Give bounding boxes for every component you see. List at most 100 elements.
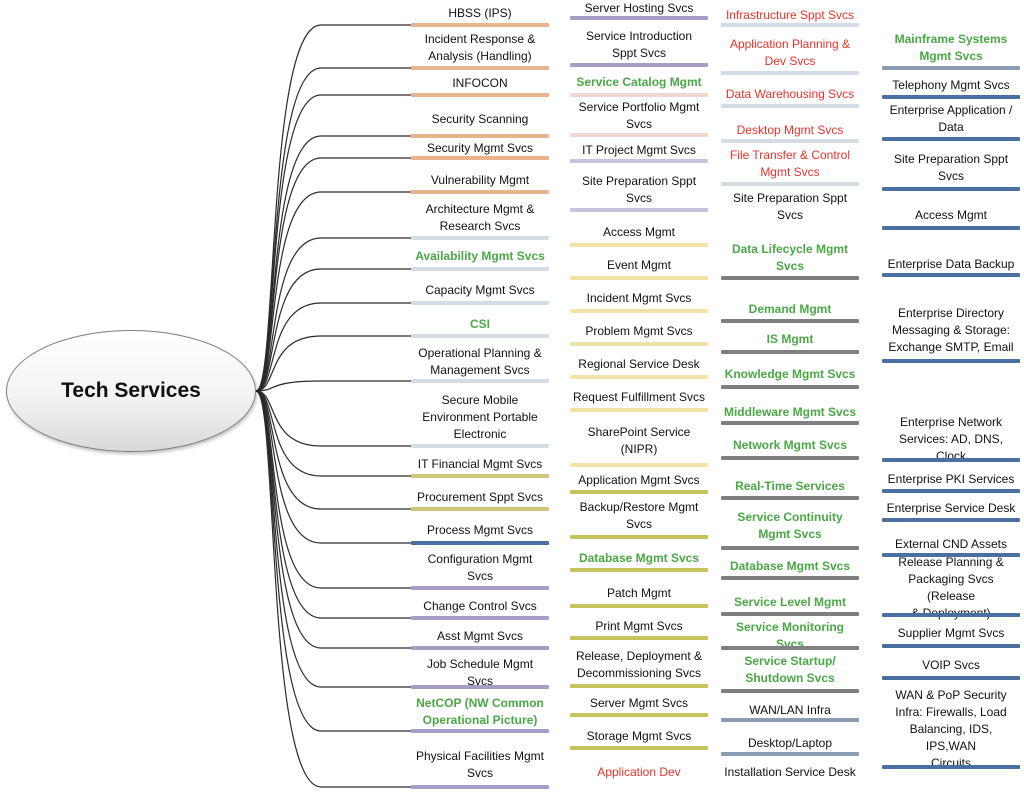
topic-label: Middleware Mgmt Svcs xyxy=(723,404,857,419)
topic-col-2-13[interactable]: SharePoint Service (NIPR) xyxy=(570,418,708,467)
topic-col-1-8[interactable]: Availability Mgmt Svcs xyxy=(411,246,549,271)
topic-col-2-20[interactable]: Server Mgmt Svcs xyxy=(570,694,708,717)
topic-col-1-5[interactable]: Security Mgmt Svcs xyxy=(411,141,549,160)
topic-col-4-11[interactable]: External CND Assets xyxy=(882,535,1020,557)
topic-col-2-2[interactable]: Service Introduction Sppt Svcs xyxy=(570,26,708,67)
topic-underline xyxy=(882,359,1020,363)
topic-col-4-6[interactable]: Enterprise Data Backup xyxy=(882,256,1020,277)
topic-label: Request Fulfillment Svcs xyxy=(572,390,706,404)
topic-col-1-6[interactable]: Vulnerability Mgmt xyxy=(411,170,549,194)
topic-col-2-10[interactable]: Problem Mgmt Svcs xyxy=(570,321,708,346)
topic-col-3-7[interactable]: Data Lifecycle Mgmt Svcs xyxy=(721,239,859,280)
topic-col-3-21[interactable]: Installation Service Desk xyxy=(721,764,859,784)
topic-col-1-9[interactable]: Capacity Mgmt Svcs xyxy=(411,280,549,305)
topic-col-3-19[interactable]: WAN/LAN Infra xyxy=(721,703,859,722)
topic-col-4-14[interactable]: VOIP Svcs xyxy=(882,655,1020,680)
topic-col-2-21[interactable]: Storage Mgmt Svcs xyxy=(570,726,708,750)
topic-col-1-16[interactable]: Configuration Mgmt Svcs xyxy=(411,550,549,590)
topic-col-3-10[interactable]: Knowledge Mgmt Svcs xyxy=(721,364,859,389)
topic-col-1-19[interactable]: Job Schedule Mgmt Svcs xyxy=(411,657,549,689)
topic-col-3-15[interactable]: Database Mgmt Svcs xyxy=(721,556,859,580)
topic-col-2-17[interactable]: Patch Mgmt xyxy=(570,582,708,608)
topic-col-4-7[interactable]: Enterprise Directory Messaging & Storage… xyxy=(882,301,1020,363)
topic-col-1-2[interactable]: Incident Response & Analysis (Handling) xyxy=(411,30,549,70)
topic-underline xyxy=(721,646,859,650)
topic-col-3-3[interactable]: Data Warehousing Svcs xyxy=(721,85,859,108)
topic-col-3-12[interactable]: Network Mgmt Svcs xyxy=(721,435,859,460)
topic-col-1-11[interactable]: Operational Planning & Management Svcs xyxy=(411,345,549,383)
topic-col-1-15[interactable]: Process Mgmt Svcs xyxy=(411,520,549,545)
topic-col-3-20[interactable]: Desktop/Laptop xyxy=(721,735,859,756)
topic-col-2-8[interactable]: Event Mgmt xyxy=(570,255,708,280)
topic-col-3-16[interactable]: Service Level Mgmt xyxy=(721,592,859,616)
topic-col-4-13[interactable]: Supplier Mgmt Svcs xyxy=(882,623,1020,648)
topic-col-2-22[interactable]: Application Dev xyxy=(570,764,708,784)
branch-line xyxy=(255,380,411,392)
topic-col-4-8[interactable]: Enterprise Network Services: AD, DNS, Cl… xyxy=(882,415,1020,463)
topic-col-2-7[interactable]: Access Mgmt xyxy=(570,222,708,247)
topic-col-3-13[interactable]: Real-Time Services xyxy=(721,477,859,500)
topic-col-2-6[interactable]: Site Preparation Sppt Svcs xyxy=(570,171,708,212)
topic-col-1-18[interactable]: Asst Mgmt Svcs xyxy=(411,626,549,650)
topic-col-3-8[interactable]: Demand Mgmt xyxy=(721,299,859,323)
topic-col-3-18[interactable]: Service Startup/ Shutdown Svcs xyxy=(721,651,859,693)
topic-underline xyxy=(570,713,708,717)
topic-col-2-19[interactable]: Release, Deployment & Decommissioning Sv… xyxy=(570,645,708,688)
topic-col-1-10[interactable]: CSI xyxy=(411,314,549,338)
topic-col-2-3[interactable]: Service Catalog Mgmt xyxy=(570,72,708,97)
topic-col-3-1[interactable]: Infrastructure Sppt Svcs xyxy=(721,8,859,27)
topic-underline xyxy=(882,187,1020,191)
root-node[interactable]: Tech Services xyxy=(6,330,256,452)
topic-col-3-17[interactable]: Service Monitoring Svcs xyxy=(721,620,859,651)
topic-col-4-10[interactable]: Enterprise Service Desk xyxy=(882,499,1020,522)
topic-col-1-7[interactable]: Architecture Mgmt & Research Svcs xyxy=(411,199,549,240)
topic-col-2-15[interactable]: Backup/Restore Mgmt Svcs xyxy=(570,497,708,539)
topic-col-4-1[interactable]: Mainframe Systems Mgmt Svcs xyxy=(882,29,1020,70)
topic-col-3-2[interactable]: Application Planning & Dev Svcs xyxy=(721,35,859,75)
topic-col-2-14[interactable]: Application Mgmt Svcs xyxy=(570,470,708,494)
topic-col-1-3[interactable]: INFOCON xyxy=(411,73,549,97)
topic-col-1-12[interactable]: Secure Mobile Environment Portable Elect… xyxy=(411,390,549,448)
topic-col-1-13[interactable]: IT Financial Mgmt Svcs xyxy=(411,454,549,478)
topic-col-1-21[interactable]: Physical Facilities Mgmt Svcs xyxy=(411,745,549,789)
topic-col-2-5[interactable]: IT Project Mgmt Svcs xyxy=(570,141,708,163)
topic-underline xyxy=(570,408,708,412)
topic-col-2-18[interactable]: Print Mgmt Svcs xyxy=(570,616,708,640)
topic-col-4-4[interactable]: Site Preparation Sppt Svcs xyxy=(882,149,1020,191)
topic-col-1-17[interactable]: Change Control Svcs xyxy=(411,596,549,620)
topic-underline xyxy=(721,421,859,425)
topic-col-4-12[interactable]: Release Planning & Packaging Svcs (Relea… xyxy=(882,555,1020,620)
topic-label: Server Mgmt Svcs xyxy=(589,696,688,710)
topic-col-2-12[interactable]: Request Fulfillment Svcs xyxy=(570,387,708,412)
topic-col-3-5[interactable]: File Transfer & Control Mgmt Svcs xyxy=(721,145,859,186)
topic-col-1-14[interactable]: Procurement Sppt Svcs xyxy=(411,488,549,511)
topic-col-2-4[interactable]: Service Portfolio Mgmt Svcs xyxy=(570,98,708,137)
topic-underline xyxy=(882,676,1020,680)
topic-col-1-20[interactable]: NetCOP (NW Common Operational Picture) xyxy=(411,695,549,733)
topic-col-2-9[interactable]: Incident Mgmt Svcs xyxy=(570,288,708,313)
topic-col-3-9[interactable]: IS Mgmt xyxy=(721,329,859,354)
topic-col-1-4[interactable]: Security Scanning xyxy=(411,104,549,138)
topic-col-4-3[interactable]: Enterprise Application / Data xyxy=(882,100,1020,141)
topic-col-3-14[interactable]: Service Continuity Mgmt Svcs xyxy=(721,505,859,550)
topic-col-2-11[interactable]: Regional Service Desk xyxy=(570,354,708,379)
topic-label: Service Level Mgmt xyxy=(733,594,847,609)
topic-col-4-9[interactable]: Enterprise PKI Services xyxy=(882,470,1020,493)
topic-underline xyxy=(411,156,549,160)
topic-label: Vulnerability Mgmt xyxy=(430,172,530,187)
topic-col-1-1[interactable]: HBSS (IPS) xyxy=(411,4,549,27)
topic-col-3-11[interactable]: Middleware Mgmt Svcs xyxy=(721,403,859,425)
topic-col-2-1[interactable]: Server Hosting Svcs xyxy=(570,0,708,20)
branch-line xyxy=(255,191,411,392)
branch-line xyxy=(255,390,411,649)
topic-col-3-4[interactable]: Desktop Mgmt Svcs xyxy=(721,121,859,143)
topic-underline xyxy=(411,379,549,383)
topic-col-3-6[interactable]: Site Preparation Sppt Svcs xyxy=(721,188,859,230)
topic-col-4-2[interactable]: Telephony Mgmt Svcs xyxy=(882,76,1020,99)
topic-underline xyxy=(411,444,549,448)
topic-col-4-15[interactable]: WAN & PoP Security Infra: Firewalls, Loa… xyxy=(882,688,1020,770)
topic-label: Service Introduction Sppt Svcs xyxy=(585,28,693,60)
topic-col-2-16[interactable]: Database Mgmt Svcs xyxy=(570,548,708,572)
topic-col-4-5[interactable]: Access Mgmt xyxy=(882,205,1020,230)
topic-underline xyxy=(411,23,549,27)
